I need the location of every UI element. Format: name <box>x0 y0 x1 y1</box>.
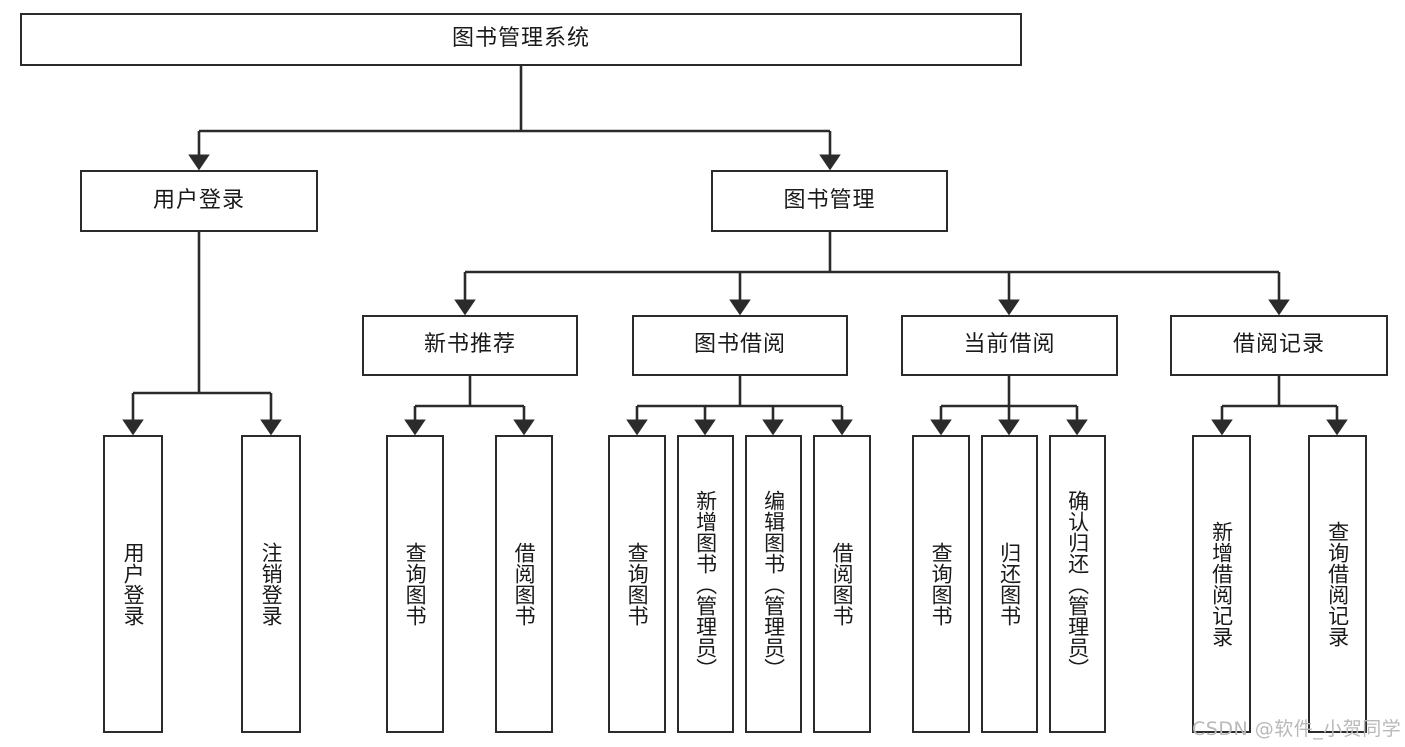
node-current-borrow[interactable]: 当前借阅 <box>901 315 1118 376</box>
node-label: 新增借阅记录 <box>1209 521 1234 647</box>
node-label: 借阅图书 <box>830 542 855 626</box>
node-borrow-record[interactable]: 借阅记录 <box>1170 315 1388 376</box>
leaf-borrow-record-add[interactable]: 新增借阅记录 <box>1192 435 1251 733</box>
leaf-book-borrow-borrow[interactable]: 借阅图书 <box>813 435 871 733</box>
leaf-current-borrow-confirm-return[interactable]: 确认归还（管理员） <box>1049 435 1106 733</box>
node-label: 图书管理 <box>783 187 876 213</box>
node-label: 图书借阅 <box>693 332 786 358</box>
node-label: 当前借阅 <box>963 332 1056 358</box>
node-book-borrow[interactable]: 图书借阅 <box>632 315 848 376</box>
node-label: 新书推荐 <box>423 332 516 358</box>
leaf-book-borrow-query[interactable]: 查询图书 <box>608 435 666 733</box>
node-book-management[interactable]: 图书管理 <box>711 170 948 232</box>
node-label: 借阅记录 <box>1232 332 1325 358</box>
node-label: 确认归还（管理员） <box>1065 489 1090 679</box>
leaf-borrow-record-query[interactable]: 查询借阅记录 <box>1308 435 1367 733</box>
leaf-book-borrow-edit[interactable]: 编辑图书（管理员） <box>745 435 802 733</box>
leaf-new-book-query[interactable]: 查询图书 <box>386 435 444 733</box>
leaf-current-borrow-query[interactable]: 查询图书 <box>912 435 970 733</box>
node-new-book-recommend[interactable]: 新书推荐 <box>362 315 578 376</box>
node-label: 注销登录 <box>259 542 284 626</box>
leaf-user-login-logout[interactable]: 注销登录 <box>241 435 301 733</box>
node-label: 编辑图书（管理员） <box>761 489 786 679</box>
node-label: 归还图书 <box>997 542 1022 626</box>
leaf-current-borrow-return[interactable]: 归还图书 <box>981 435 1038 733</box>
leaf-new-book-borrow[interactable]: 借阅图书 <box>495 435 553 733</box>
node-label: 查询图书 <box>403 542 428 626</box>
node-label: 借阅图书 <box>512 542 537 626</box>
node-label: 用户登录 <box>121 542 146 626</box>
node-label: 查询图书 <box>625 542 650 626</box>
leaf-book-borrow-add[interactable]: 新增图书（管理员） <box>677 435 734 733</box>
node-label: 新增图书（管理员） <box>693 489 718 679</box>
node-label: 查询图书 <box>929 542 954 626</box>
node-label: 用户登录 <box>152 187 245 213</box>
node-label: 图书管理系统 <box>451 26 590 52</box>
node-label: 查询借阅记录 <box>1325 521 1350 647</box>
watermark-text: CSDN @软件_小贺同学 <box>1192 718 1402 740</box>
node-user-login[interactable]: 用户登录 <box>80 170 318 232</box>
leaf-user-login-login[interactable]: 用户登录 <box>103 435 163 733</box>
node-root-book-management-system[interactable]: 图书管理系统 <box>20 13 1022 66</box>
